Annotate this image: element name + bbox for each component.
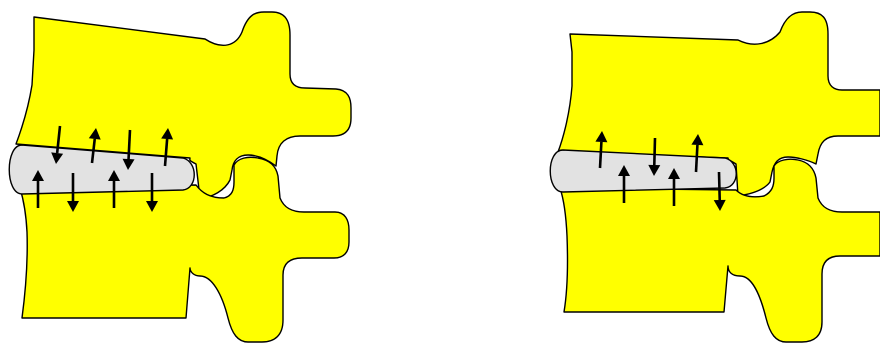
right-segment — [550, 12, 880, 342]
left-segment — [9, 12, 351, 342]
